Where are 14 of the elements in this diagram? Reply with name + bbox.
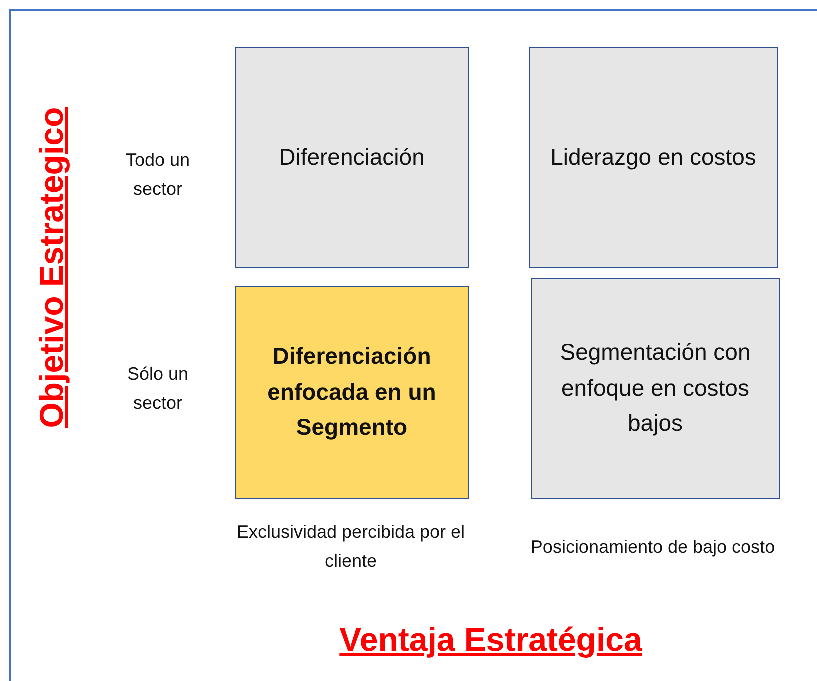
row-label: Todo un sector [124, 149, 192, 201]
box-text: Diferenciación [278, 142, 426, 172]
box-text: Segmentación con enfoque en costos bajos [559, 338, 752, 438]
axis-title: Ventaja Estratégica [338, 620, 644, 660]
strategy-box [531, 278, 780, 499]
strategy-box [529, 47, 778, 268]
box-text: Liderazgo en costos [550, 142, 758, 172]
row-label: Sólo un sector [126, 363, 190, 415]
axis-title: Objetivo Estrategico [32, 106, 72, 430]
strategy-box [235, 286, 469, 499]
box-text: Diferenciación enfocada en un Segmento [266, 342, 438, 442]
column-label: Posicionamiento de bajo costo [530, 536, 776, 559]
column-label: Exclusividad percibida por el cliente [236, 521, 466, 573]
strategy-box [235, 47, 469, 268]
